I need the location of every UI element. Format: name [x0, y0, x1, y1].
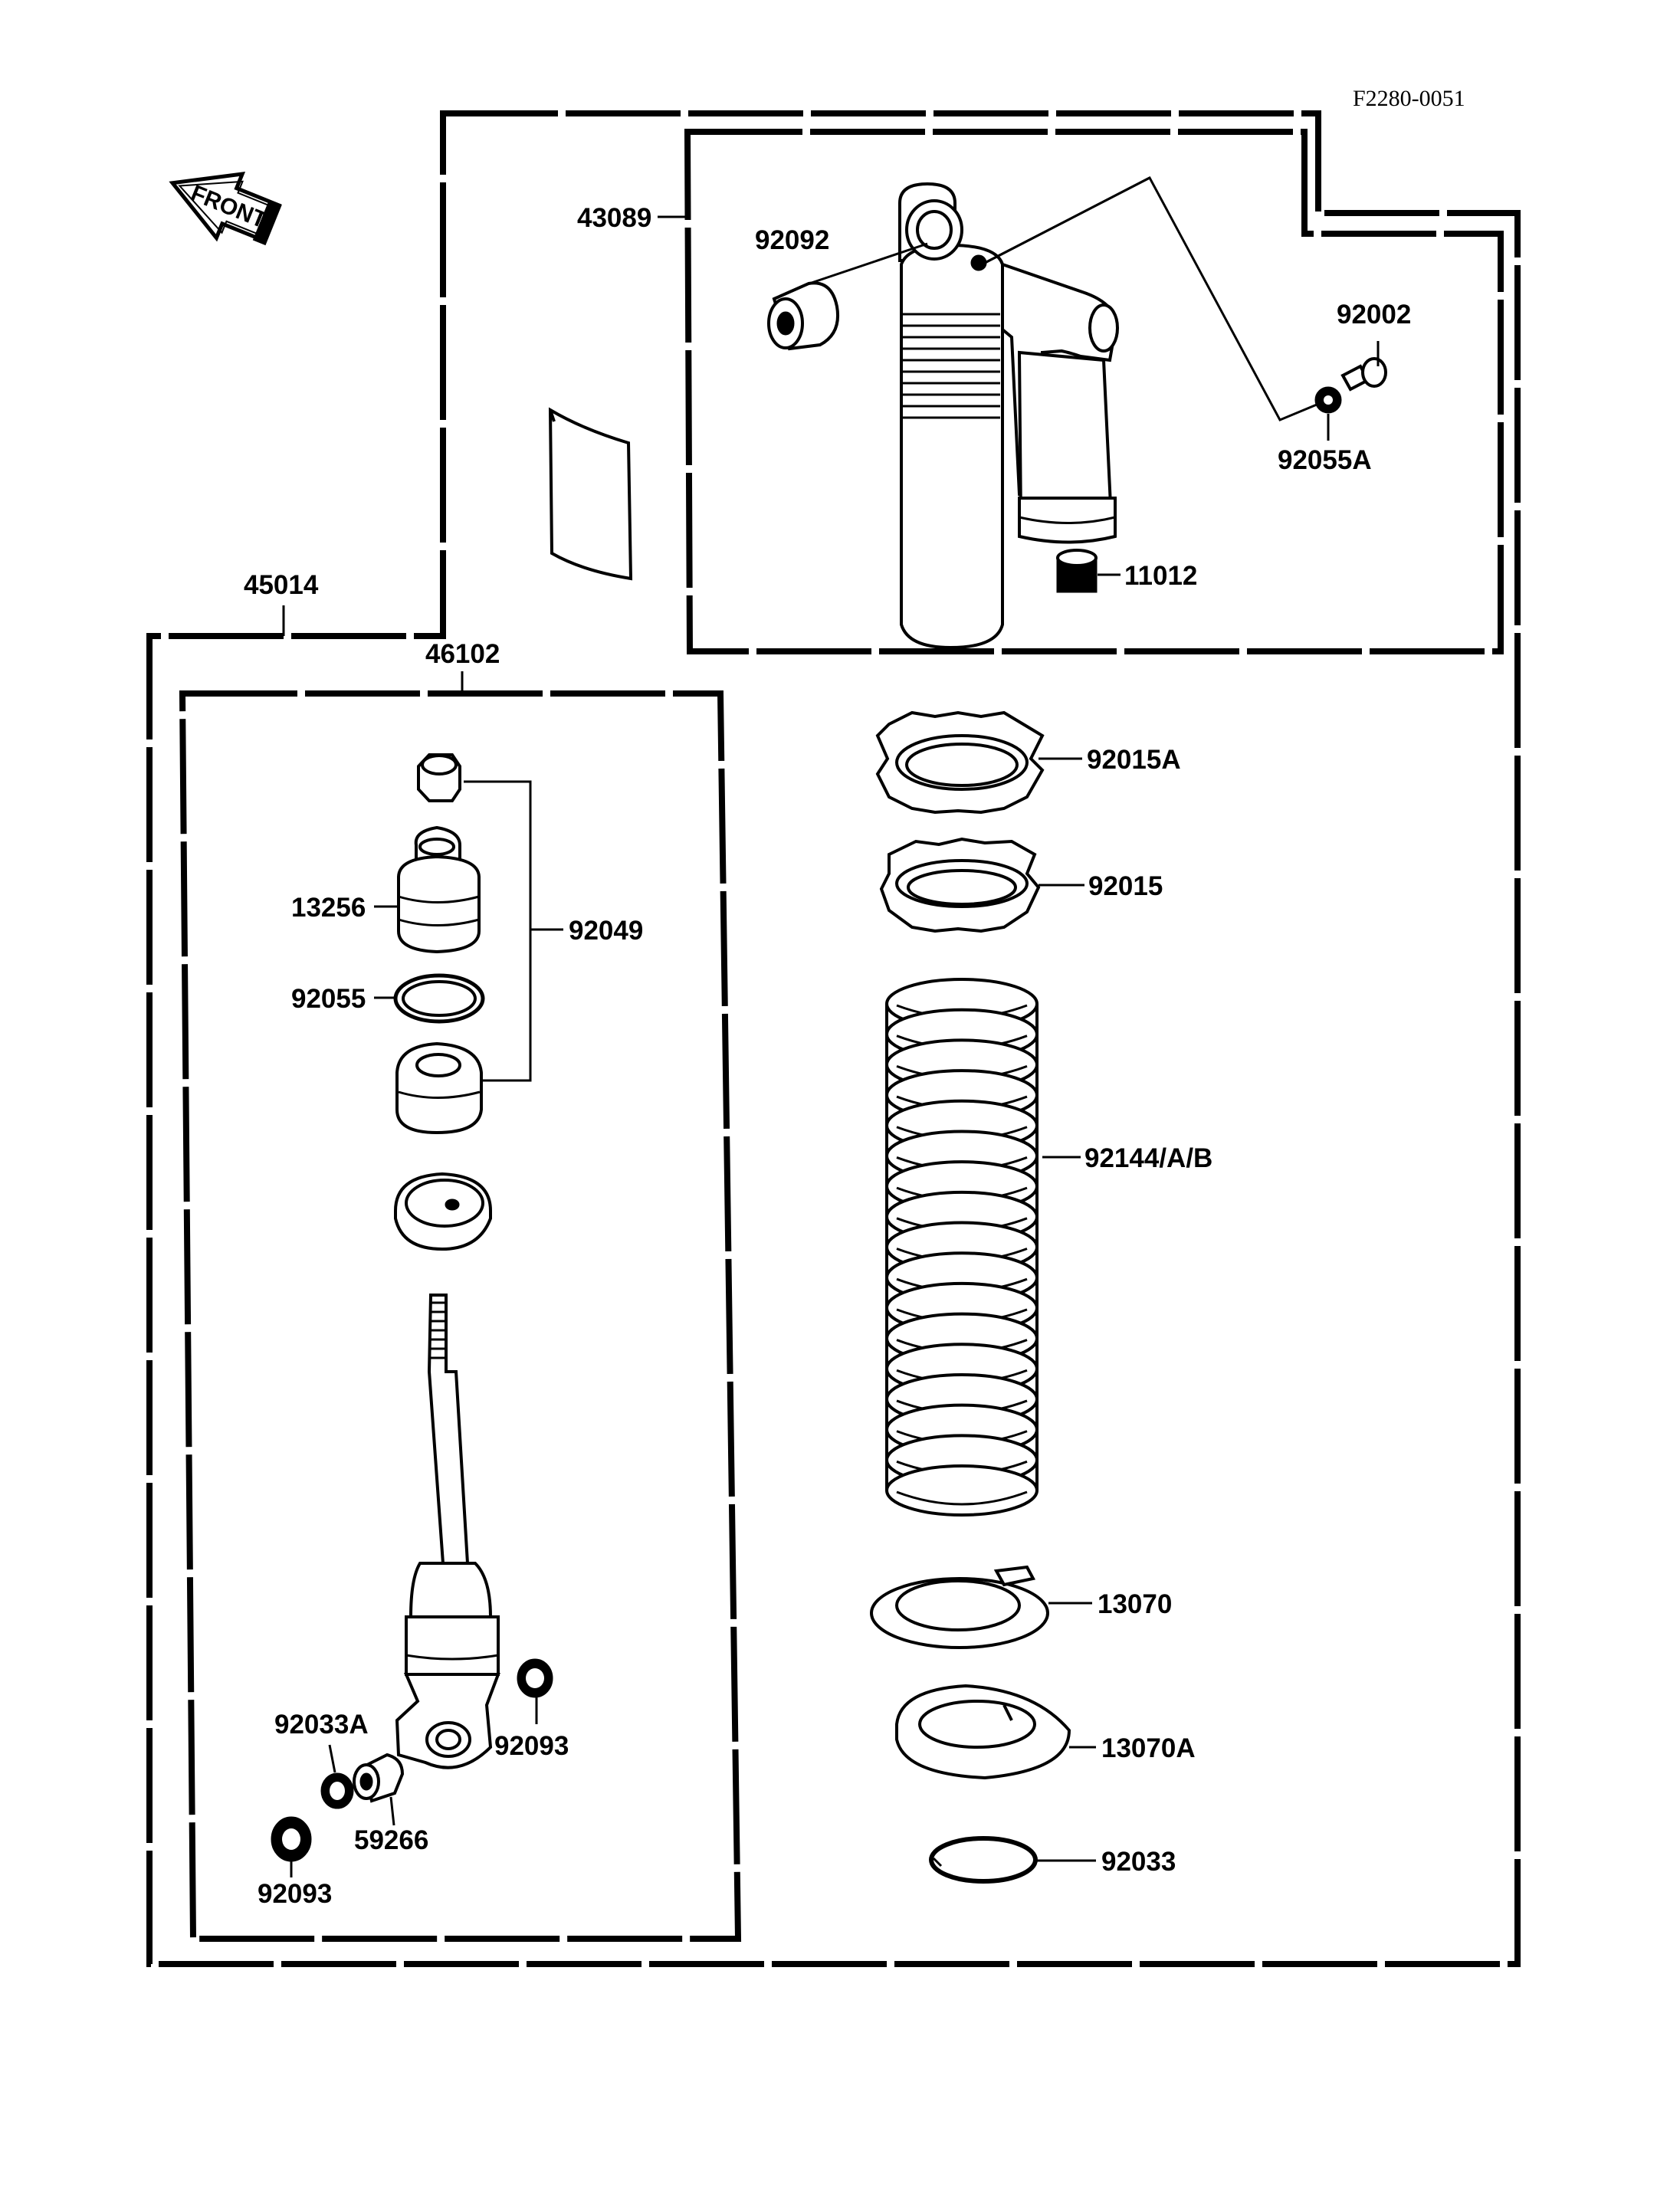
label-11012: 11012 [1124, 561, 1197, 591]
circlip-92033 [929, 1836, 1038, 1884]
label-92092: 92092 [755, 225, 829, 255]
front-arrow-icon: FRONT [169, 171, 282, 246]
label-92033: 92033 [1101, 1847, 1176, 1877]
shield-cover [548, 407, 633, 581]
label-46102: 46102 [425, 639, 500, 669]
rubber-92049 [395, 1041, 483, 1135]
label-92055: 92055 [291, 984, 366, 1014]
label-92144AB: 92144/A/B [1084, 1143, 1212, 1173]
spring-coil [885, 1464, 1039, 1517]
seal-92093-left [271, 1816, 312, 1862]
assembly-46102-outline [179, 690, 742, 1942]
label-45014: 45014 [244, 570, 319, 600]
seat-13070 [870, 1565, 1049, 1649]
nut-92049-top [417, 753, 461, 802]
bump-stop-13256 [397, 825, 481, 954]
label-92002: 92002 [1337, 300, 1411, 330]
leader-lines [282, 175, 1380, 1877]
locknut-92015A [875, 710, 1045, 815]
spring-outline [885, 1004, 1039, 1490]
label-92055A: 92055A [1278, 445, 1372, 475]
cap-11012 [1056, 549, 1098, 593]
circlip-92033A [320, 1772, 354, 1809]
seat-13070A [895, 1684, 1071, 1780]
label-13070: 13070 [1098, 1589, 1172, 1619]
piston-rod [395, 1294, 500, 1769]
coil-spring-92144 [885, 978, 1039, 1517]
spring-coil-inner [896, 1490, 1028, 1506]
label-92049: 92049 [569, 916, 643, 946]
screw-92002 [1340, 357, 1387, 392]
shock-absorber-body [898, 182, 1119, 650]
label-92033A: 92033A [274, 1710, 369, 1740]
label-13070A: 13070A [1101, 1733, 1196, 1763]
bushing-92092 [767, 281, 839, 351]
label-92093-right: 92093 [494, 1731, 569, 1761]
assembly-43089-outline [684, 129, 1504, 654]
part-labels: 43089 92092 92002 92055A 11012 45014 461… [244, 203, 1411, 1909]
drawing-reference: F2280-0051 [1353, 86, 1465, 111]
collar-59266 [353, 1753, 405, 1803]
o-ring-92055 [393, 973, 485, 1024]
assembly-45014-outline [146, 110, 1521, 1967]
label-59266: 59266 [354, 1825, 428, 1855]
label-13256: 13256 [291, 893, 366, 923]
seal-92093-right [517, 1658, 553, 1698]
label-92015: 92015 [1088, 871, 1163, 901]
label-92093-left: 92093 [258, 1879, 332, 1909]
label-92015A: 92015A [1087, 745, 1181, 775]
washer-92055A [1314, 386, 1342, 414]
nut-92015 [879, 837, 1041, 933]
seal-holder [394, 1172, 492, 1251]
label-43089: 43089 [577, 203, 651, 233]
